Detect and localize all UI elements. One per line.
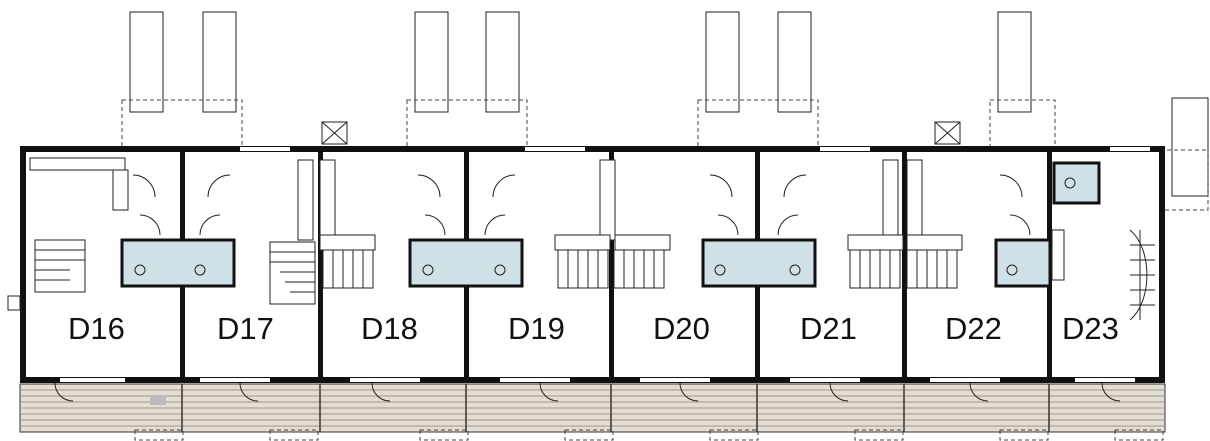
- unit-labels: D16 D17 D18 D19 D20 D21 D22 D23: [68, 311, 1119, 346]
- terrace-deck: [19, 383, 1166, 441]
- unit-label-d17: D17: [217, 311, 274, 346]
- unit-label-d20: D20: [653, 311, 710, 346]
- unit-label-d19: D19: [508, 311, 565, 346]
- unit-label-d23: D23: [1062, 311, 1119, 346]
- stairs: [34, 229, 1155, 321]
- terrace-doors: [54, 382, 1121, 402]
- unit-label-d18: D18: [361, 311, 418, 346]
- kitchen-counters: [29, 157, 1065, 281]
- skylight-icon: [321, 121, 961, 145]
- unit-label-d16: D16: [68, 311, 125, 346]
- unit-label-d22: D22: [945, 311, 1002, 346]
- unit-label-d21: D21: [800, 311, 857, 346]
- bathrooms: [120, 161, 1101, 288]
- entrance-canopies: [121, 11, 1209, 211]
- exterior-walls: [7, 146, 1165, 383]
- entry-doors: [132, 174, 1031, 236]
